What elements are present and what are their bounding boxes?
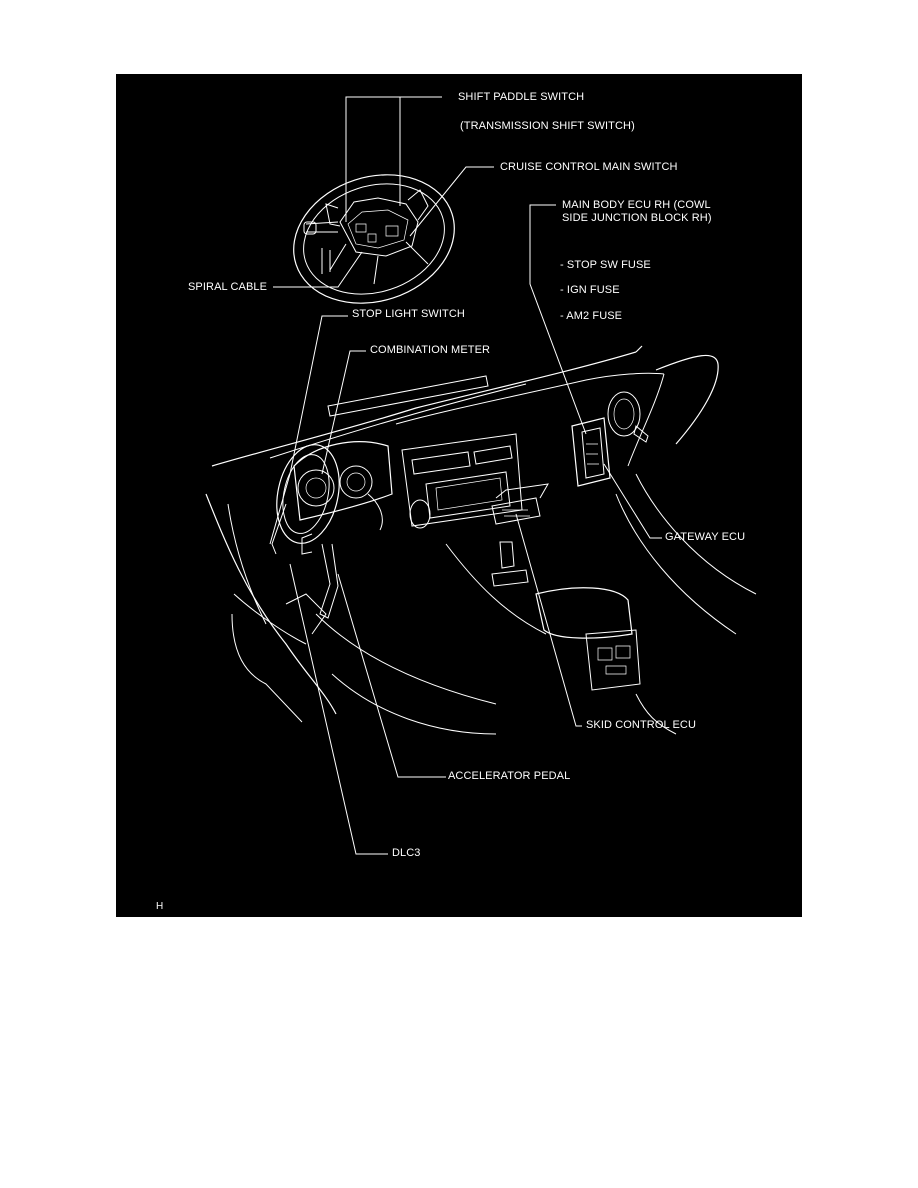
label-dlc3: DLC3 bbox=[392, 847, 421, 859]
label-stop-light-switch: STOP LIGHT SWITCH bbox=[352, 308, 465, 320]
label-transmission-shift-switch: (TRANSMISSION SHIFT SWITCH) bbox=[460, 120, 635, 132]
diagram-drawing bbox=[205, 96, 757, 855]
label-combination-meter: COMBINATION METER bbox=[370, 344, 491, 356]
leader-lines bbox=[269, 96, 662, 855]
label-spiral-cable: SPIRAL CABLE bbox=[188, 281, 268, 293]
label-gateway-ecu: GATEWAY ECU bbox=[665, 531, 746, 543]
corner-code: H bbox=[156, 901, 164, 912]
label-stop-sw-fuse: - STOP SW FUSE bbox=[560, 259, 651, 271]
component-location-diagram: SHIFT PADDLE SWITCH (TRANSMISSION SHIFT … bbox=[116, 74, 802, 917]
label-ign-fuse: - IGN FUSE bbox=[560, 284, 620, 296]
label-cruise-control-main-switch: CRUISE CONTROL MAIN SWITCH bbox=[500, 161, 678, 173]
label-main-body-ecu: MAIN BODY ECU RH (COWL SIDE JUNCTION BLO… bbox=[562, 199, 712, 224]
label-am2-fuse: - AM2 FUSE bbox=[560, 310, 623, 322]
label-shift-paddle-switch: SHIFT PADDLE SWITCH bbox=[458, 91, 585, 103]
label-skid-control-ecu: SKID CONTROL ECU bbox=[586, 719, 696, 731]
label-accelerator-pedal: ACCELERATOR PEDAL bbox=[448, 770, 571, 782]
steering-wheel-illustration bbox=[293, 174, 455, 304]
dashboard-illustration bbox=[205, 345, 757, 735]
